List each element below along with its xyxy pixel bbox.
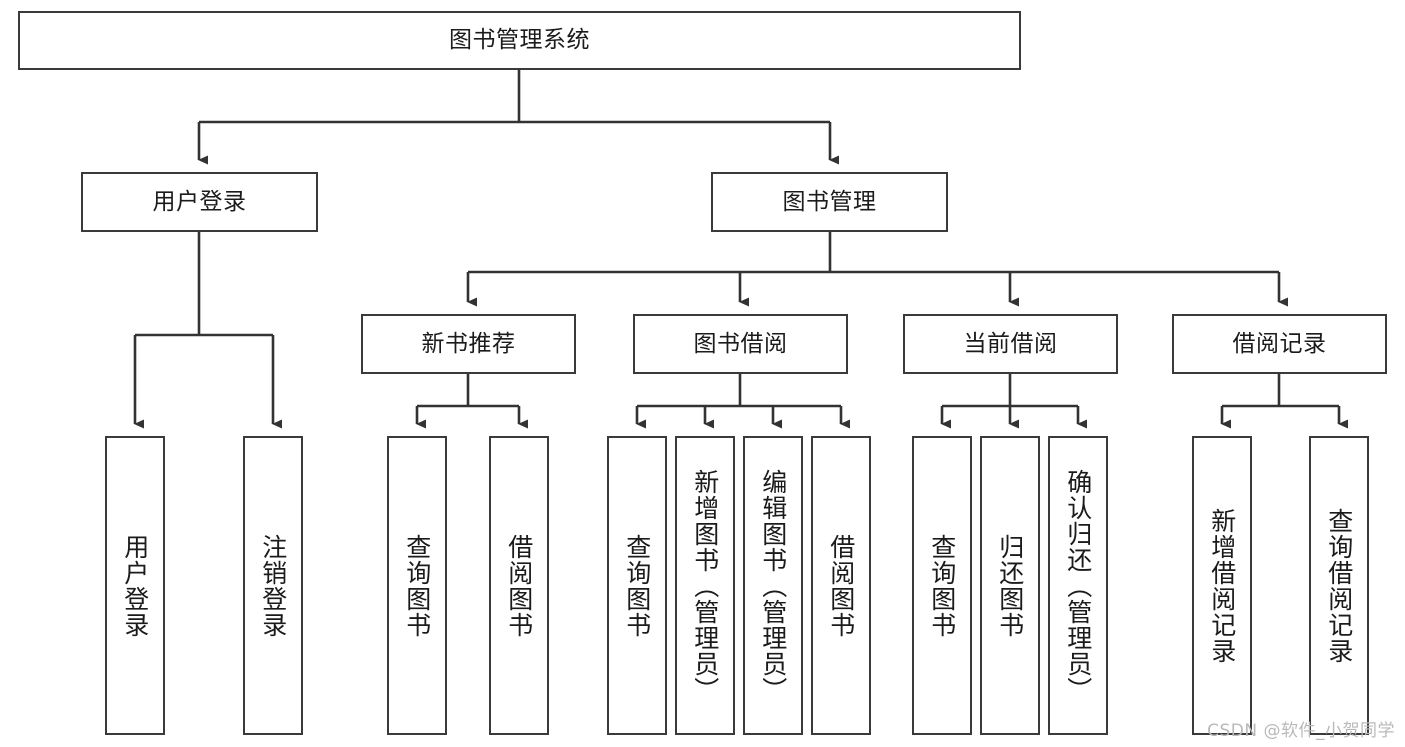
- node-current-borrowing[interactable]: 当前借阅: [903, 314, 1118, 374]
- node-leaf-borrow-books-recommend[interactable]: 借阅图书: [489, 436, 549, 735]
- node-label: 新增图书（管理员）: [690, 468, 720, 703]
- node-borrowing-records[interactable]: 借阅记录: [1172, 314, 1387, 374]
- node-leaf-query-books-current[interactable]: 查询图书: [912, 436, 972, 735]
- node-label: 图书管理系统: [449, 27, 590, 54]
- node-leaf-user-login[interactable]: 用户登录: [105, 436, 165, 735]
- node-label: 当前借阅: [963, 330, 1058, 357]
- node-leaf-return-books[interactable]: 归还图书: [980, 436, 1040, 735]
- node-leaf-confirm-return-admin[interactable]: 确认归还（管理员）: [1048, 436, 1108, 735]
- node-label: 借阅记录: [1232, 330, 1327, 357]
- node-leaf-add-book-admin[interactable]: 新增图书（管理员）: [675, 436, 735, 735]
- node-root-book-management-system[interactable]: 图书管理系统: [18, 11, 1021, 70]
- node-label: 确认归还（管理员）: [1063, 468, 1093, 703]
- node-new-book-recommendation[interactable]: 新书推荐: [361, 314, 576, 374]
- node-book-management[interactable]: 图书管理: [711, 172, 948, 232]
- watermark: CSDN @软件_小贺同学: [1207, 721, 1395, 741]
- node-label: 新增借阅记录: [1207, 507, 1237, 664]
- node-leaf-borrow-books[interactable]: 借阅图书: [811, 436, 871, 735]
- node-label: 图书借阅: [693, 330, 788, 357]
- node-label: 归还图书: [995, 533, 1025, 638]
- node-leaf-query-books-recommend[interactable]: 查询图书: [387, 436, 447, 735]
- node-label: 用户登录: [120, 533, 150, 638]
- node-leaf-query-borrow-record[interactable]: 查询借阅记录: [1309, 436, 1369, 735]
- node-label: 查询图书: [927, 533, 957, 638]
- node-book-borrowing[interactable]: 图书借阅: [633, 314, 848, 374]
- node-label: 用户登录: [152, 188, 247, 215]
- node-leaf-add-borrow-record[interactable]: 新增借阅记录: [1192, 436, 1252, 735]
- node-label: 查询借阅记录: [1324, 507, 1354, 664]
- node-label: 图书管理: [782, 188, 877, 215]
- node-label: 注销登录: [258, 533, 288, 638]
- node-label: 借阅图书: [826, 533, 856, 638]
- node-label: 新书推荐: [421, 330, 516, 357]
- node-leaf-query-books-borrow[interactable]: 查询图书: [607, 436, 667, 735]
- node-leaf-edit-book-admin[interactable]: 编辑图书（管理员）: [743, 436, 803, 735]
- node-label: 编辑图书（管理员）: [758, 468, 788, 703]
- node-label: 查询图书: [622, 533, 652, 638]
- node-label: 借阅图书: [504, 533, 534, 638]
- node-leaf-logout[interactable]: 注销登录: [243, 436, 303, 735]
- node-user-login[interactable]: 用户登录: [81, 172, 318, 232]
- node-label: 查询图书: [402, 533, 432, 638]
